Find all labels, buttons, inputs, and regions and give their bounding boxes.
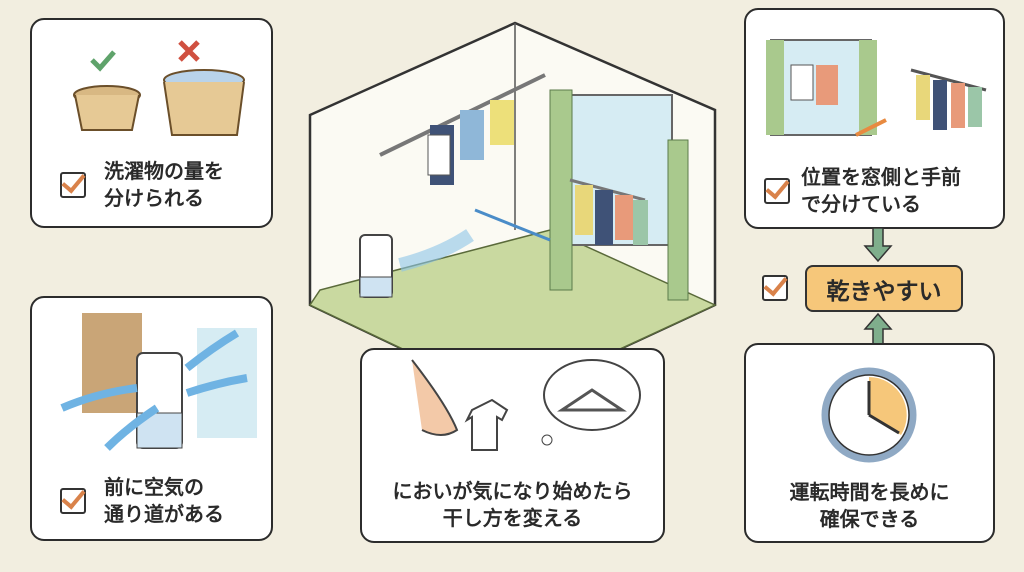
- arrow-down-icon: [863, 228, 893, 263]
- arrow-up-icon: [863, 313, 893, 345]
- checkbox-icon: [60, 172, 86, 198]
- clock-icon: [821, 367, 917, 463]
- checkbox-icon: [764, 178, 790, 204]
- checkbox-icon: [60, 488, 86, 514]
- laundry-amount-panel: 洗濯物の量を分けられる: [30, 18, 273, 228]
- result-checkbox-icon: [762, 275, 788, 301]
- nose-shirt-hanger-icon: [411, 359, 641, 451]
- smell-label: においが気になり始めたら干し方を変える: [392, 479, 633, 530]
- airflow-label: 前に空気の通り道がある: [104, 475, 224, 526]
- runtime-label: 運転時間を長めに確保できる: [789, 480, 950, 531]
- dehumidifier-airflow-icon: [60, 313, 257, 451]
- result-badge: 乾きやすい: [805, 265, 963, 312]
- window-rack-icon: [766, 39, 987, 137]
- position-label: 位置を窓側と手前で分けている: [801, 165, 961, 216]
- smell-panel: においが気になり始めたら干し方を変える: [360, 348, 665, 543]
- position-panel: 位置を窓側と手前で分けている: [744, 8, 1005, 229]
- baskets-icon: [73, 40, 245, 136]
- laundry-amount-label: 洗濯物の量を分けられる: [104, 159, 224, 210]
- room-illustration: [308, 21, 717, 402]
- result-label: 乾きやすい: [826, 278, 942, 305]
- airflow-panel: 前に空気の通り道がある: [30, 296, 273, 541]
- runtime-panel: 運転時間を長めに確保できる: [744, 343, 995, 543]
